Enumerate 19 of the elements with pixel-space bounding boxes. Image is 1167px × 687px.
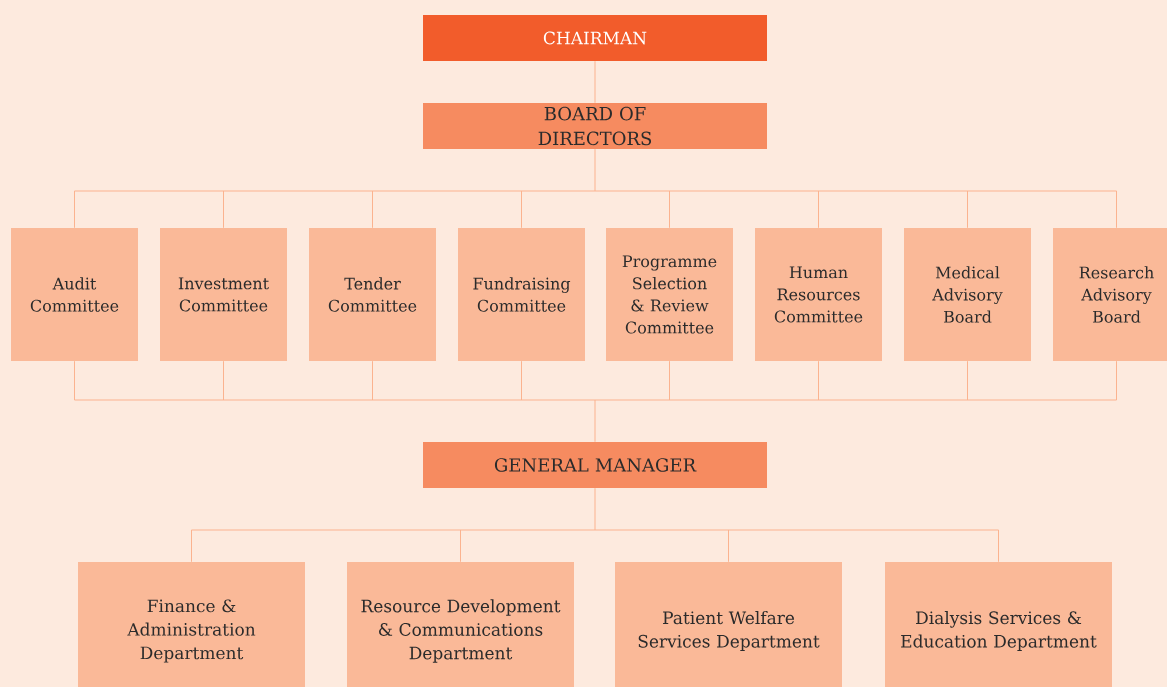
committee-box: Audit Committee — [11, 228, 138, 361]
committee-box: Programme Selection & Review Committee — [606, 228, 733, 361]
board-box: BOARD OF DIRECTORS — [423, 103, 767, 149]
department-box: Finance & Administration Department — [78, 562, 305, 687]
chairman-box: CHAIRMAN — [423, 15, 767, 61]
committee-box: Tender Committee — [309, 228, 436, 361]
committee-box: Fundraising Committee — [458, 228, 585, 361]
manager-box: GENERAL MANAGER — [423, 442, 767, 488]
department-box: Dialysis Services & Education Department — [885, 562, 1112, 687]
connector-line — [74, 360, 1117, 443]
connector-line — [191, 487, 999, 563]
connector-line — [74, 148, 1117, 229]
connector-line — [594, 60, 596, 104]
committee-box: Human Resources Committee — [755, 228, 882, 361]
committee-box: Research Advisory Board — [1053, 228, 1167, 361]
department-box: Patient Welfare Services Department — [615, 562, 842, 687]
committee-box: Medical Advisory Board — [904, 228, 1031, 361]
committee-box: Investment Committee — [160, 228, 287, 361]
department-box: Resource Development & Communications Department — [347, 562, 574, 687]
